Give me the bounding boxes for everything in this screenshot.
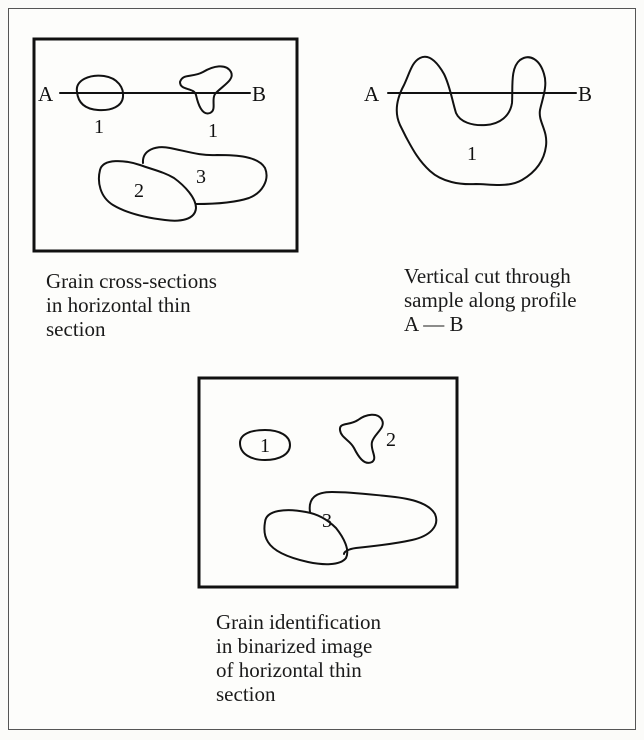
grain-label: 2 [134, 180, 144, 202]
grain-2-outline [99, 161, 196, 221]
binarized-image-frame [199, 378, 457, 587]
caption-line: section [216, 682, 381, 706]
grain-3-left-outline [264, 510, 347, 564]
grain-1-vertical-outline [397, 57, 546, 185]
caption-line: Vertical cut through [404, 264, 577, 288]
vertical-cut-caption: Vertical cut through sample along profil… [404, 264, 577, 336]
grain-label: 1 [208, 120, 218, 142]
binarized-image-panel: 1 2 3 [190, 370, 470, 600]
vertical-cut-panel: A B 1 [340, 0, 630, 210]
grain-label: 3 [196, 166, 206, 188]
caption-line: Grain identification [216, 610, 381, 634]
profile-endpoint-a: A [364, 82, 380, 106]
caption-line: sample along profile [404, 288, 577, 312]
grain-2-binarized-outline [340, 415, 383, 463]
profile-endpoint-a: A [38, 82, 54, 106]
binarized-image-caption: Grain identification in binarized image … [216, 610, 381, 706]
caption-line: in binarized image [216, 634, 381, 658]
profile-endpoint-b: B [252, 82, 266, 106]
grain-label: 1 [467, 143, 477, 165]
grain-label: 2 [386, 429, 396, 451]
caption-line: Grain cross-sections [46, 269, 217, 293]
caption-line: section [46, 317, 217, 341]
caption-line: of horizontal thin [216, 658, 381, 682]
thin-section-panel: A B 1 1 2 3 [0, 0, 330, 265]
grain-1-right-outline [180, 66, 232, 113]
thin-section-caption: Grain cross-sections in horizontal thin … [46, 269, 217, 341]
profile-endpoint-b: B [578, 82, 592, 106]
grain-label: 1 [94, 116, 104, 138]
caption-line: in horizontal thin [46, 293, 217, 317]
grain-label: 1 [260, 435, 270, 457]
grain-label: 3 [322, 510, 332, 532]
caption-line: A — B [404, 312, 577, 336]
